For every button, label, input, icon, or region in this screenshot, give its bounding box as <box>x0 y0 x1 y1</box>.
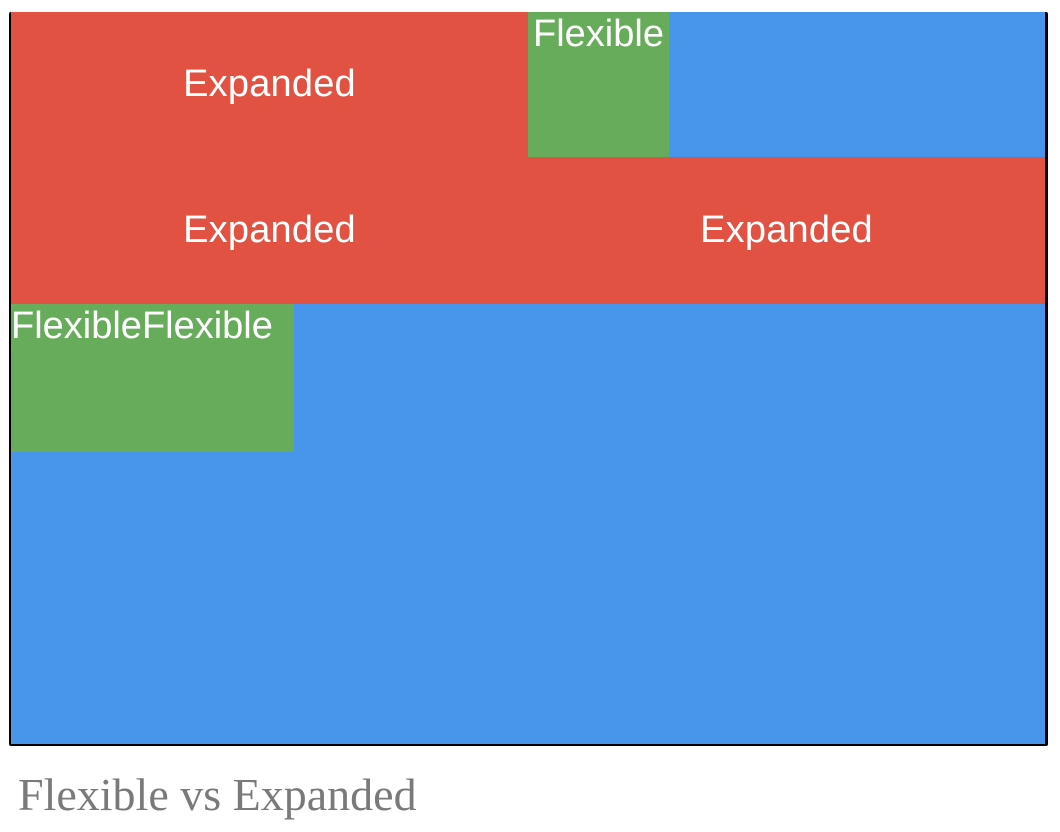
row3-flexible-pair-label: FlexibleFlexible <box>11 305 273 347</box>
row1-expanded-box: Expanded <box>11 12 528 157</box>
layout-demo-screen: Expanded Flexible Expanded Expanded Flex… <box>11 12 1045 744</box>
row3-flexible-pair-box: FlexibleFlexible <box>11 304 294 452</box>
row2-left-expanded-label: Expanded <box>183 209 356 251</box>
row2-right-expanded-box: Expanded <box>528 157 1045 304</box>
row1-flexible-label: Flexible <box>533 13 664 55</box>
row1-expanded-label: Expanded <box>183 63 356 105</box>
row2-left-expanded-box: Expanded <box>11 157 528 304</box>
figure-caption: Flexible vs Expanded <box>18 769 417 820</box>
row2-right-expanded-label: Expanded <box>700 209 873 251</box>
row1-flexible-box: Flexible <box>528 12 669 157</box>
